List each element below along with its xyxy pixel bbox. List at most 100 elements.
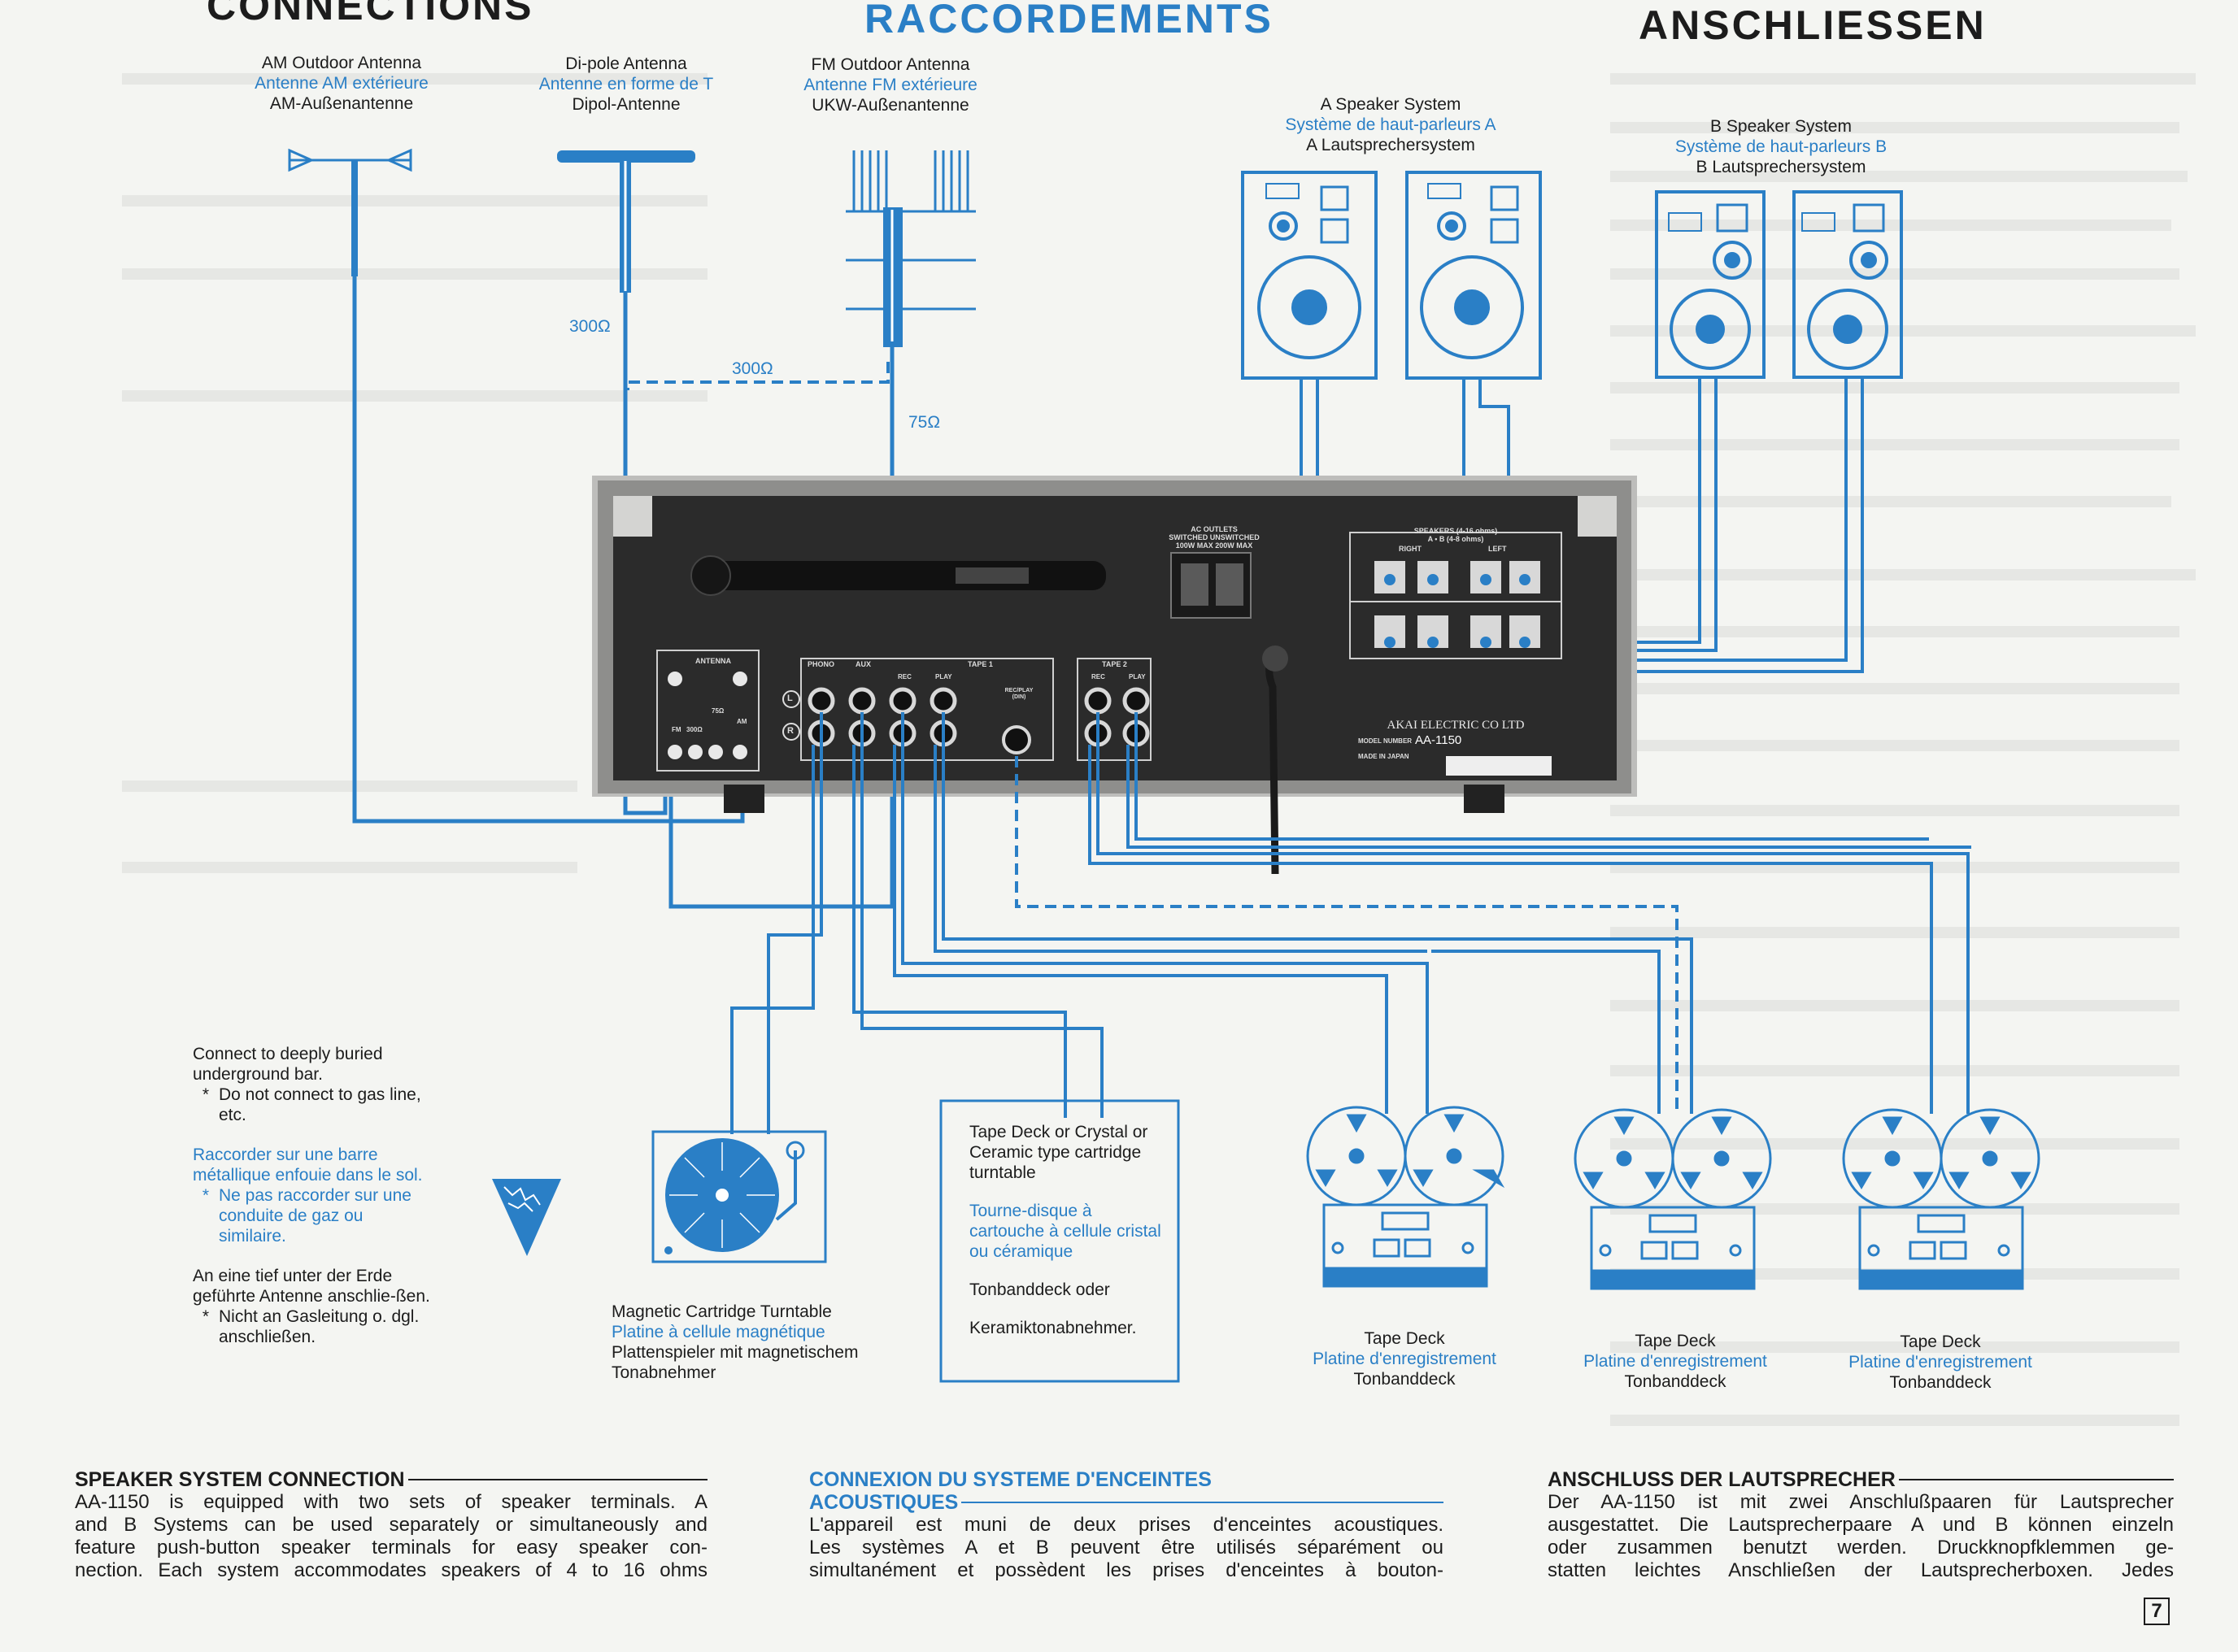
- bleed-through-background: [122, 73, 2196, 1426]
- turntable-icon: [651, 1130, 827, 1263]
- crystal-box-de-1: Tonbanddeck oder: [969, 1280, 1110, 1299]
- section-title-fr-2-text: ACOUSTIQUES: [809, 1491, 959, 1514]
- speaker-connection-en: SPEAKER SYSTEM CONNECTION AA-1150 is equ…: [75, 1468, 708, 1582]
- tape2-play-label: PLAY: [1129, 673, 1146, 680]
- dipole-antenna-de: Dipol-Antenne: [572, 95, 681, 114]
- fm-antenna-icon: [846, 150, 976, 347]
- ground-note-en-1: Connect to deeply buried underground bar…: [193, 1045, 383, 1084]
- speaker-a-en: A Speaker System: [1320, 95, 1461, 114]
- tape-deck-2-en: Tape Deck: [1635, 1332, 1716, 1350]
- model-number-value: AA-1150: [1415, 733, 1462, 747]
- tape-deck-3-en: Tape Deck: [1900, 1332, 1981, 1351]
- ac-outlets-wattage: 100W MAX 200W MAX: [1175, 541, 1253, 550]
- de-line-3: oder zusammen benutzt werden. Druckknopf…: [1548, 1537, 2174, 1559]
- amplifier-rear-panel: [592, 476, 1637, 875]
- made-in-japan: MADE IN JAPAN: [1358, 753, 1409, 760]
- aux-label: AUX: [856, 660, 872, 668]
- dipole-alt-dashed-line: [626, 362, 890, 390]
- section-title-de-text: ANSCHLUSS DER LAUTSPRECHER: [1548, 1468, 1896, 1491]
- speaker-b-fr: Système de haut-parleurs B: [1674, 137, 1887, 156]
- rec-play-din-label: REC/PLAY (DIN): [1004, 688, 1034, 700]
- ac-outlets-switched: SWITCHED UNSWITCHED: [1169, 533, 1260, 541]
- tape1-rec-label: REC: [898, 673, 912, 680]
- section-title-de: ANSCHLUSS DER LAUTSPRECHER: [1548, 1468, 2174, 1491]
- turntable-label: Magnetic Cartridge Turntable Platine à c…: [612, 1302, 904, 1383]
- turntable-de: Plattenspieler mit magnetischem Tonabneh…: [612, 1343, 859, 1382]
- speaker-b-label: B Speaker System Système de haut-parleur…: [1643, 116, 1919, 177]
- section-title-fr-2: ACOUSTIQUES: [809, 1491, 1443, 1514]
- fr-line-3: simultanément et possèdent les prises d'…: [809, 1559, 1443, 1581]
- antenna-am-label: AM: [737, 718, 747, 725]
- antenna-fm-label: FM: [672, 726, 681, 733]
- tape-deck-2-icon: [1574, 1108, 1772, 1290]
- speaker-b-en: B Speaker System: [1710, 117, 1852, 136]
- fm-antenna-label: FM Outdoor Antenna Antenne FM extérieure…: [781, 54, 1000, 115]
- impedance-75-coax: 75Ω: [908, 413, 941, 432]
- fm-antenna-de: UKW-Außenantenne: [812, 96, 969, 115]
- tape-deck-3-label: Tape Deck Platine d'enregistrement Tonba…: [1818, 1332, 2062, 1393]
- antenna-300-label: 300Ω: [686, 726, 703, 733]
- en-line-3: feature push-button speaker terminals fo…: [75, 1537, 708, 1559]
- crystal-box-de-2: Keramiktonabnehmer.: [969, 1319, 1137, 1337]
- crystal-box-en: Tape Deck or Crystal or Ceramic type car…: [969, 1123, 1148, 1182]
- signal-cables: [730, 712, 1971, 1134]
- tape1-label: TAPE 1: [968, 660, 993, 668]
- tape-deck-2-label: Tape Deck Platine d'enregistrement Tonba…: [1553, 1331, 1797, 1392]
- bullet: *: [202, 1085, 210, 1104]
- tape-deck-3-fr: Platine d'enregistrement: [1848, 1353, 2032, 1372]
- tape-deck-1-label: Tape Deck Platine d'enregistrement Tonba…: [1282, 1328, 1526, 1389]
- am-antenna-fr: Antenne AM extérieure: [255, 74, 429, 93]
- dipole-antenna-fr: Antenne en forme de T: [538, 75, 714, 93]
- ground-note-de-2: Nicht an Gasleitung o. dgl. anschließen.: [219, 1307, 420, 1346]
- de-line-1: Der AA-1150 ist mit zwei Anschlußpaaren …: [1548, 1491, 2174, 1513]
- ground-note-fr-2-row: *Ne pas raccorder sur une conduite de ga…: [193, 1185, 435, 1246]
- impedance-300-dashed: 300Ω: [732, 359, 773, 378]
- din-dashed-cable: [1015, 756, 1678, 1114]
- fm-antenna-en: FM Outdoor Antenna: [811, 55, 970, 74]
- ground-note-de-1: An eine tief unter der Erde geführte Ant…: [193, 1267, 430, 1306]
- channel-r-label: R: [787, 726, 794, 736]
- ac-outlets-label: AC OUTLETS SWITCHED UNSWITCHED 100W MAX …: [1161, 525, 1267, 550]
- en-line-2: and B Systems can be used separately or …: [75, 1514, 708, 1536]
- speakers-left-label: LEFT: [1488, 545, 1507, 553]
- maker-name: AKAI ELECTRIC CO LTD: [1387, 719, 1525, 732]
- ground-spike-icon: [492, 1179, 561, 1256]
- am-antenna-de: AM-Außenantenne: [269, 94, 414, 113]
- ground-note-en-2-row: * Do not connect to gas line, etc.: [193, 1085, 435, 1125]
- de-line-2: ausgestattet. Die Lautsprecherpaare A un…: [1548, 1514, 2174, 1536]
- ground-note-fr-2: Ne pas raccorder sur une conduite de gaz…: [219, 1186, 411, 1246]
- model-number-label: MODEL NUMBER: [1358, 737, 1413, 745]
- bullet: *: [202, 1307, 210, 1326]
- tape-deck-3-icon: [1842, 1108, 2040, 1290]
- heading-raccordements: RACCORDEMENTS: [864, 0, 1274, 41]
- ground-note-de-2-row: * Nicht an Gasleitung o. dgl. anschließen…: [193, 1306, 435, 1347]
- section-title-fr-1-text: CONNEXION DU SYSTEME D'ENCEINTES: [809, 1468, 1212, 1491]
- speakers-terminal-ab: A • B (4-8 ohms): [1427, 535, 1484, 543]
- speaker-a-fr: Système de haut-parleurs A: [1285, 115, 1496, 134]
- speaker-connection-de: ANSCHLUSS DER LAUTSPRECHER Der AA-1150 i…: [1548, 1468, 2174, 1582]
- speaker-a-right-icon: [1405, 171, 1542, 380]
- dipole-antenna-label: Di-pole Antenna Antenne en forme de T Di…: [520, 54, 732, 115]
- tape1-play-label: PLAY: [935, 673, 952, 680]
- en-line-4: nection. Each system accommodates speake…: [75, 1559, 708, 1581]
- speaker-a-de: A Lautsprechersystem: [1306, 136, 1475, 154]
- am-antenna-label: AM Outdoor Antenna Antenne AM extérieure…: [244, 53, 439, 114]
- tape-deck-1-icon: [1306, 1106, 1505, 1288]
- turntable-fr: Platine à cellule magnétique: [612, 1323, 825, 1341]
- tape2-label: TAPE 2: [1102, 660, 1127, 668]
- speaker-a-label: A Speaker System Système de haut-parleur…: [1244, 94, 1537, 155]
- ground-note: Connect to deeply buried underground bar…: [193, 1044, 435, 1347]
- dipole-antenna-icon: [557, 150, 695, 293]
- crystal-box-text: Tape Deck or Crystal or Ceramic type car…: [969, 1122, 1165, 1338]
- section-title-en-text: SPEAKER SYSTEM CONNECTION: [75, 1468, 405, 1491]
- speakers-terminal-label: SPEAKERS (4-16 ohms) A • B (4-8 ohms): [1374, 527, 1537, 543]
- fr-line-1: L'appareil est muni de deux prises d'enc…: [809, 1514, 1443, 1536]
- ground-note-en-2: Do not connect to gas line, etc.: [219, 1085, 421, 1124]
- impedance-300-dipole: 300Ω: [569, 317, 611, 336]
- tape2-rec-label: REC: [1091, 673, 1105, 680]
- antenna-panel-label: ANTENNA: [695, 657, 731, 665]
- ac-outlets-title: AC OUTLETS: [1191, 525, 1238, 533]
- speaker-b-de: B Lautsprechersystem: [1696, 158, 1866, 176]
- channel-l-label: L: [787, 693, 793, 703]
